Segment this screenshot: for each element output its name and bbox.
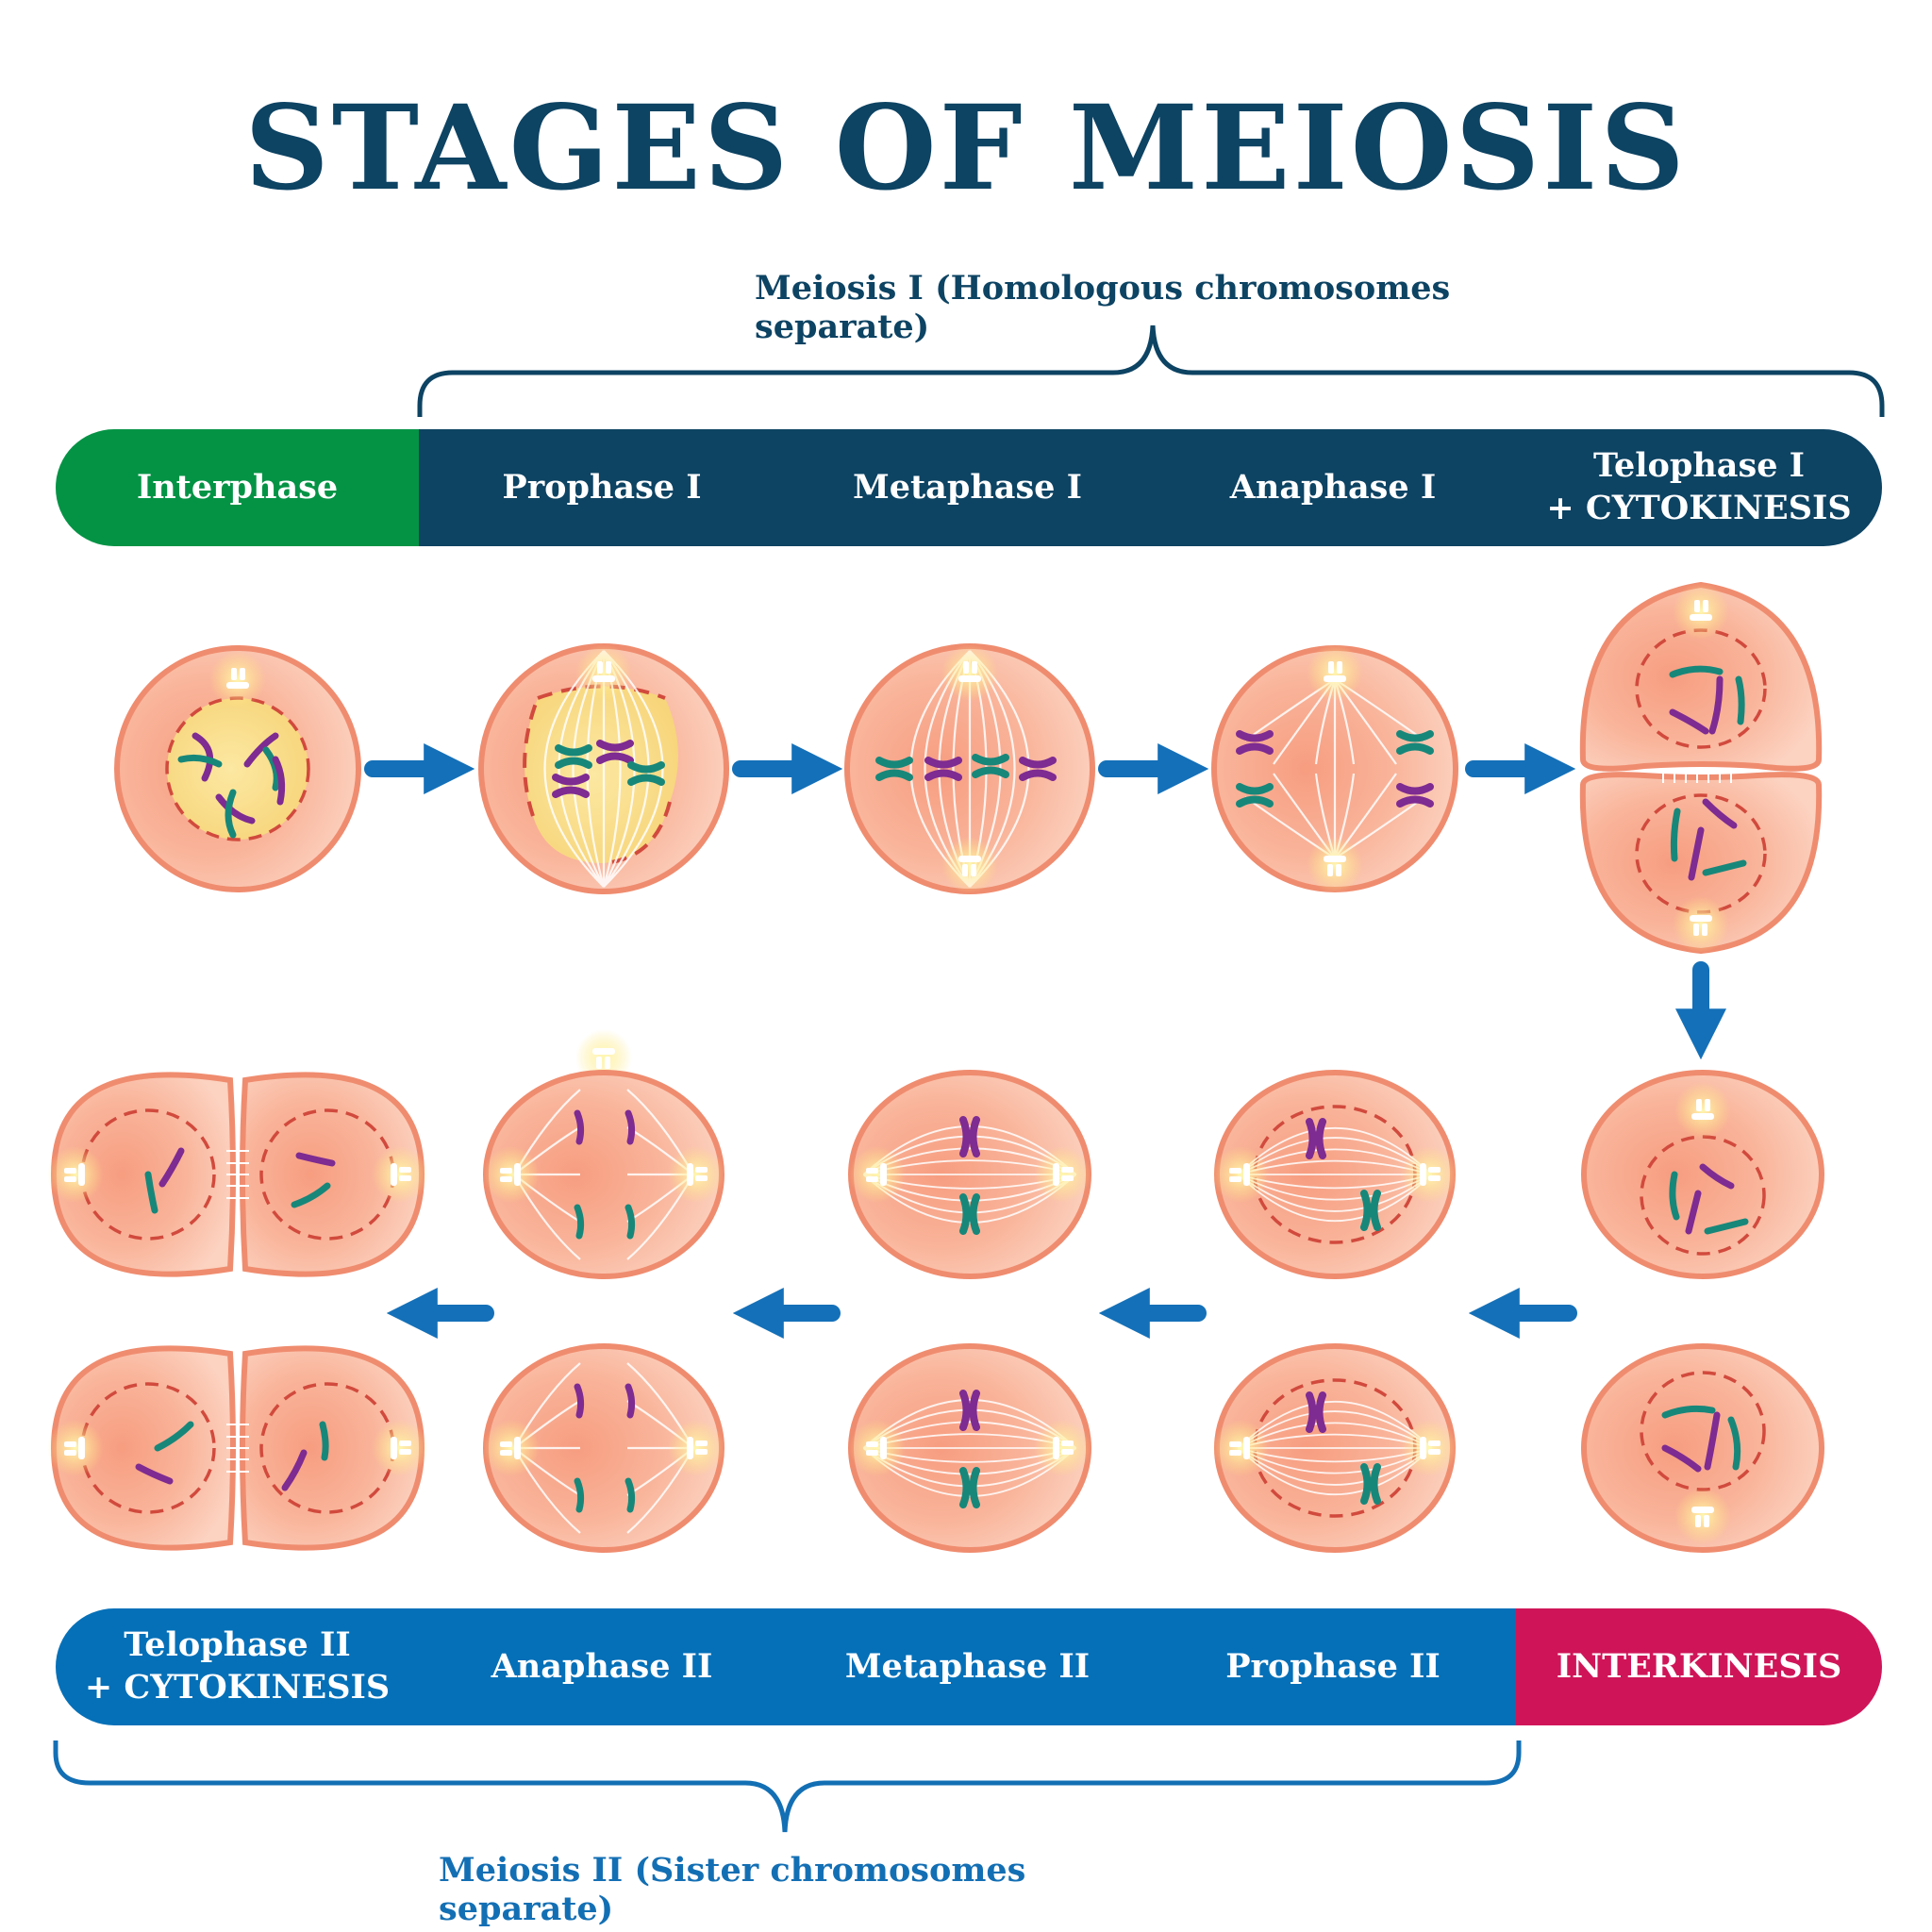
- stage-prophase-2: Prophase II: [1150, 1608, 1516, 1725]
- metaphase-1-cell: [844, 643, 1095, 894]
- stage-interphase: Interphase: [56, 429, 419, 546]
- interkinesis-cell-top: [1581, 1070, 1824, 1279]
- stage-anaphase-2: Anaphase II: [419, 1608, 785, 1725]
- stage-telophase-2: Telophase II + CYTOKINESIS: [56, 1608, 419, 1725]
- stage-metaphase-2: Metaphase II: [785, 1608, 1150, 1725]
- meiosis-2-label: Meiosis II (Sister chromosomes separate): [439, 1851, 1026, 1928]
- interkinesis-cell-bottom: [1581, 1343, 1824, 1553]
- stage-prophase-1: Prophase I: [419, 429, 785, 546]
- meiosis-1-stage-band: Interphase Prophase I Metaphase I Anapha…: [56, 429, 1882, 546]
- telophase-1-cells: [1579, 581, 1823, 955]
- meiosis-1-bracket: [417, 325, 1885, 417]
- telophase-2-cells-bottom: [47, 1345, 428, 1551]
- meiosis-2-bracket: [53, 1740, 1522, 1833]
- stage-telophase-1-label: Telophase I: [1592, 446, 1806, 486]
- meiosis-1-label: Meiosis I (Homologous chromosomes separa…: [755, 269, 1451, 346]
- stage-telophase-1: Telophase I + CYTOKINESIS: [1516, 429, 1882, 546]
- stage-prophase-1-label: Prophase I: [502, 467, 702, 507]
- stage-interkinesis: INTERKINESIS: [1516, 1608, 1882, 1725]
- anaphase-2-cell-bottom: [483, 1343, 724, 1553]
- page-title: STAGES OF MEIOSIS: [244, 80, 1688, 217]
- stage-interkinesis-label: INTERKINESIS: [1556, 1646, 1842, 1686]
- anaphase-1-cell: [1211, 644, 1458, 893]
- stage-anaphase-1-label: Anaphase I: [1229, 467, 1437, 507]
- metaphase-2-cell-bottom: [848, 1343, 1091, 1553]
- stage-anaphase-2-label: Anaphase II: [491, 1646, 713, 1686]
- stage-metaphase-1: Metaphase I: [785, 429, 1150, 546]
- stage-metaphase-2-label: Metaphase II: [844, 1646, 1091, 1686]
- stage-interphase-label: Interphase: [136, 467, 339, 507]
- interphase-cell: [114, 645, 361, 892]
- meiosis-2-stage-band: Telophase II + CYTOKINESIS Anaphase II M…: [56, 1608, 1882, 1725]
- prophase-2-cell-top: [1212, 1070, 1457, 1279]
- prophase-2-cell-bottom: [1212, 1343, 1457, 1553]
- stage-anaphase-1: Anaphase I: [1150, 429, 1516, 546]
- prophase-1-cell: [478, 643, 729, 1086]
- stage-prophase-2-label: Prophase II: [1225, 1646, 1441, 1686]
- stage-telophase-1-cytokinesis-label: + CYTOKINESIS: [1546, 489, 1852, 527]
- anaphase-2-cell-top: [483, 1070, 724, 1279]
- stage-telophase-2-cytokinesis-label: + CYTOKINESIS: [84, 1668, 391, 1707]
- metaphase-2-cell-top: [848, 1070, 1091, 1279]
- stage-telophase-2-label: Telophase II: [124, 1625, 351, 1665]
- telophase-2-cells-top: [47, 1072, 428, 1277]
- stage-metaphase-1-label: Metaphase I: [853, 467, 1082, 507]
